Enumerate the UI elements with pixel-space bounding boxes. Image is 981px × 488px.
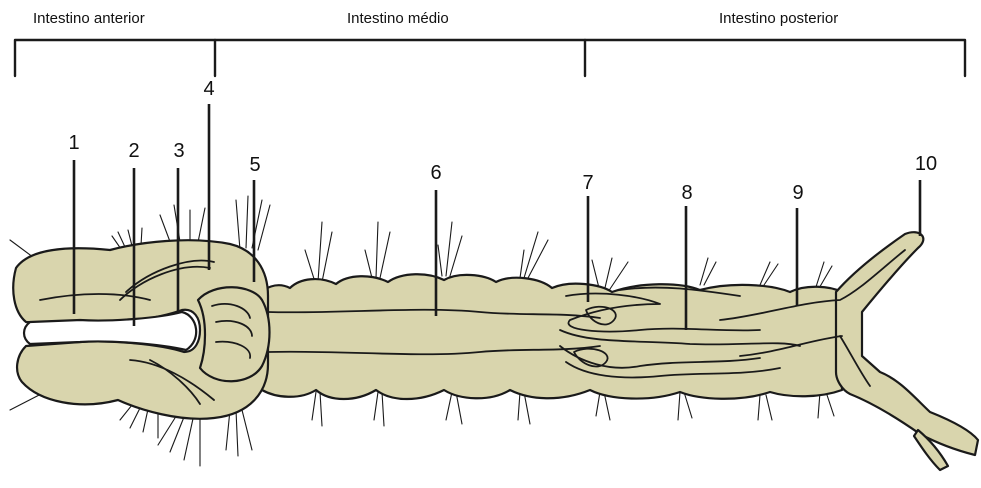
region-label-hindgut: Intestino posterior <box>719 11 838 26</box>
region-brackets <box>15 40 965 76</box>
callout-4: 4 <box>203 79 214 99</box>
callout-5: 5 <box>249 155 260 175</box>
body-segments <box>258 274 842 399</box>
proventriculus <box>198 287 270 381</box>
bracket-midgut <box>215 40 585 76</box>
callout-10: 10 <box>915 154 937 174</box>
callout-7: 7 <box>582 173 593 193</box>
bracket-hindgut <box>585 40 965 76</box>
callout-3: 3 <box>173 141 184 161</box>
callout-1: 1 <box>68 133 79 153</box>
callout-9: 9 <box>792 183 803 203</box>
region-label-midgut: Intestino médio <box>347 11 449 26</box>
callout-2: 2 <box>128 141 139 161</box>
callout-8: 8 <box>681 183 692 203</box>
region-label-foregut: Intestino anterior <box>33 11 145 26</box>
callout-6: 6 <box>430 163 441 183</box>
tail-siphon <box>836 232 978 455</box>
bracket-foregut <box>15 40 215 76</box>
